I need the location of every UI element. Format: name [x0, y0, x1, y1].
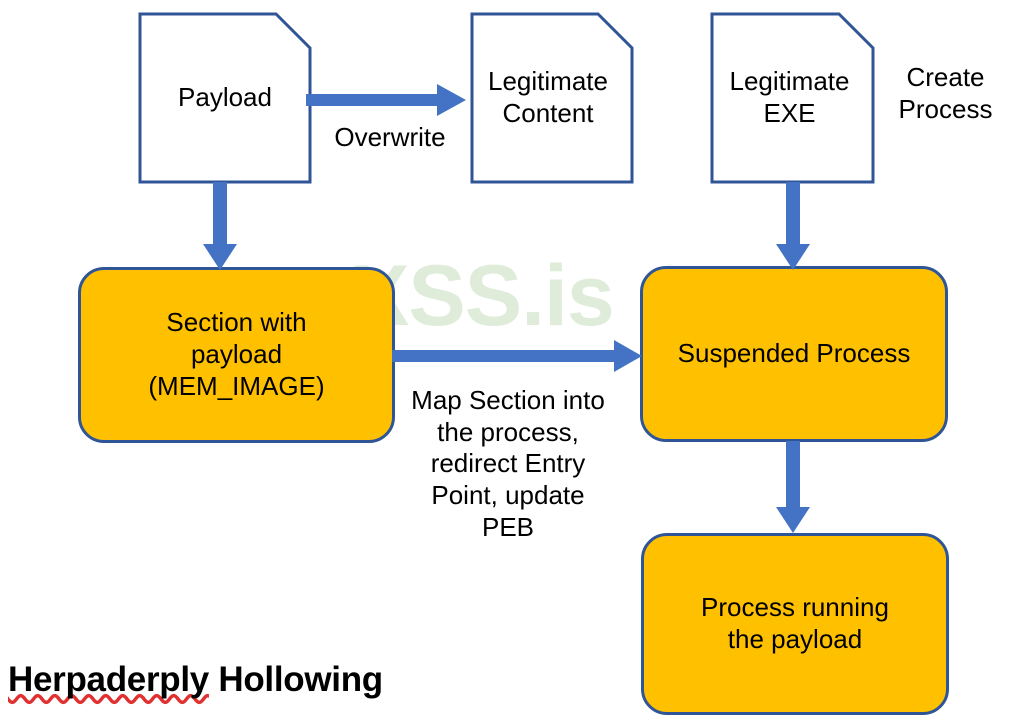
xss-is-watermark: XSS.is [352, 247, 615, 344]
diagram-title-misspelled-word: Herpaderply [8, 660, 209, 699]
arrow-map-section [392, 340, 648, 374]
edge-label-overwrite: Overwrite [334, 122, 446, 152]
arrow-create-process [776, 182, 814, 272]
arrow-overwrite [306, 82, 472, 118]
edge-label-map-section: Map Section into the process, redirect E… [411, 385, 605, 542]
process-box-process-running-payload [641, 533, 949, 715]
diagram-title-rest: Hollowing [208, 660, 383, 699]
process-box-suspended-process [640, 266, 948, 442]
arrow-payload-to-section [203, 182, 241, 272]
document-shape-payload [138, 12, 312, 184]
document-shape-legitimate-content [470, 12, 634, 184]
process-box-section-with-payload [78, 267, 395, 443]
arrow-resume-process [776, 441, 814, 535]
edge-label-create-process: Create Process [898, 62, 993, 124]
document-shape-legitimate-exe [710, 12, 875, 184]
diagram-title: Herpaderply Hollowing [8, 660, 383, 700]
